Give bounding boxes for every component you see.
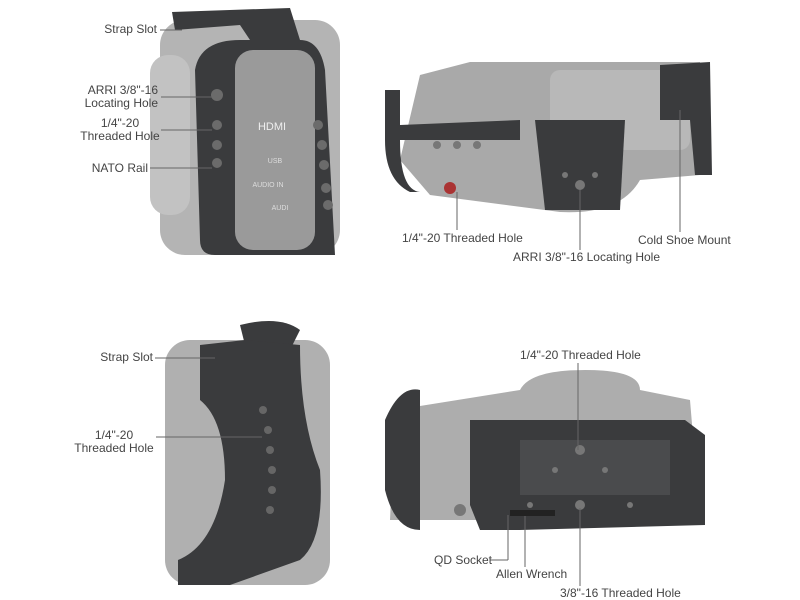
label-threaded-hole-bottom: 1/4"-20 Threaded Hole	[520, 348, 641, 362]
leader-lines	[150, 29, 681, 586]
label-strap-slot-grip: Strap Slot	[100, 350, 153, 364]
label-strap-slot-top: Strap Slot	[104, 22, 157, 36]
cage-top-view	[385, 62, 712, 213]
port-label-usb: USB	[268, 158, 283, 165]
label-grip-threaded-line1: 1/4"-20	[94, 428, 134, 442]
cage-grip-view	[165, 321, 330, 585]
label-arri-locating-top: ARRI 3/8"-16 Locating Hole	[513, 250, 661, 264]
label-allen-wrench: Allen Wrench	[496, 567, 568, 581]
port-label-audio: AUDI	[272, 205, 289, 212]
cage-bottom-view	[385, 370, 705, 530]
label-threaded-line2: Threaded Hole	[80, 129, 160, 143]
label-cold-shoe-mount: Cold Shoe Mount	[638, 233, 731, 247]
label-grip-threaded-line2: Threaded Hole	[74, 441, 154, 455]
port-label-hdmi: HDMI	[258, 121, 286, 133]
label-arri-locating-hole: ARRI 3/8"-16 Locating Hole	[85, 84, 158, 110]
port-label-audio-in: AUDIO IN	[252, 182, 283, 189]
label-threaded-line1: 1/4"-20	[100, 116, 140, 130]
label-threaded-hole-top: 1/4"-20 Threaded Hole	[402, 231, 523, 245]
label-arri-line1: ARRI 3/8"-16	[87, 83, 158, 97]
label-38-threaded-hole: 3/8"-16 Threaded Hole	[560, 586, 681, 600]
label-arri-line2: Locating Hole	[84, 96, 158, 110]
cage-side-view: HDMI USB AUDIO IN AUDI	[150, 8, 340, 255]
label-qd-socket: QD Socket	[434, 553, 493, 567]
label-nato-rail: NATO Rail	[91, 161, 148, 175]
label-threaded-hole-side: 1/4"-20 Threaded Hole	[80, 117, 160, 143]
label-threaded-hole-grip: 1/4"-20 Threaded Hole	[72, 429, 156, 455]
